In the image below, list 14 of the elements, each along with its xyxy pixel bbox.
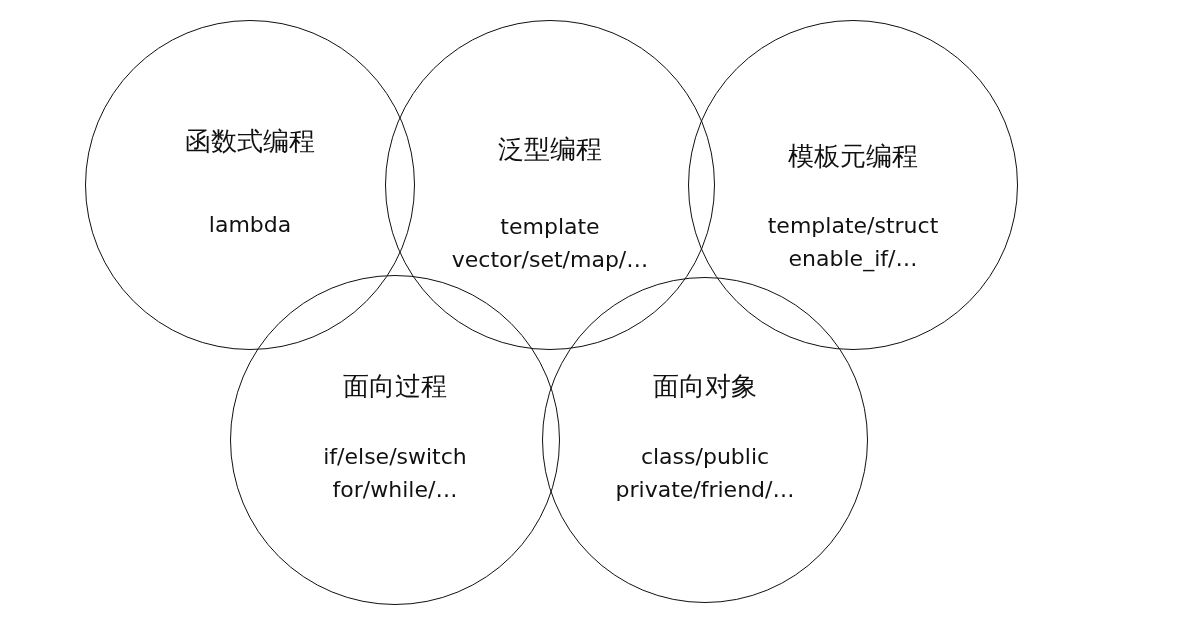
circle-title: 面向对象 (652, 370, 758, 403)
keyword-text: template (499, 214, 601, 239)
circle-title: 模板元编程 (787, 140, 919, 173)
keyword-text: private/friend/… (614, 477, 796, 502)
keyword-text: class/public (639, 444, 771, 469)
circle-title: 泛型编程 (497, 133, 603, 166)
keyword-text: template/struct (766, 213, 940, 238)
keyword-text: vector/set/map/… (450, 247, 650, 272)
keyword-text: enable_if/… (787, 246, 919, 271)
circle-title: 面向过程 (342, 370, 448, 403)
keyword-text: lambda (207, 212, 293, 237)
keyword-text: for/while/… (331, 477, 459, 502)
circle-title: 函数式编程 (184, 125, 316, 158)
keyword-text: if/else/switch (322, 444, 468, 469)
